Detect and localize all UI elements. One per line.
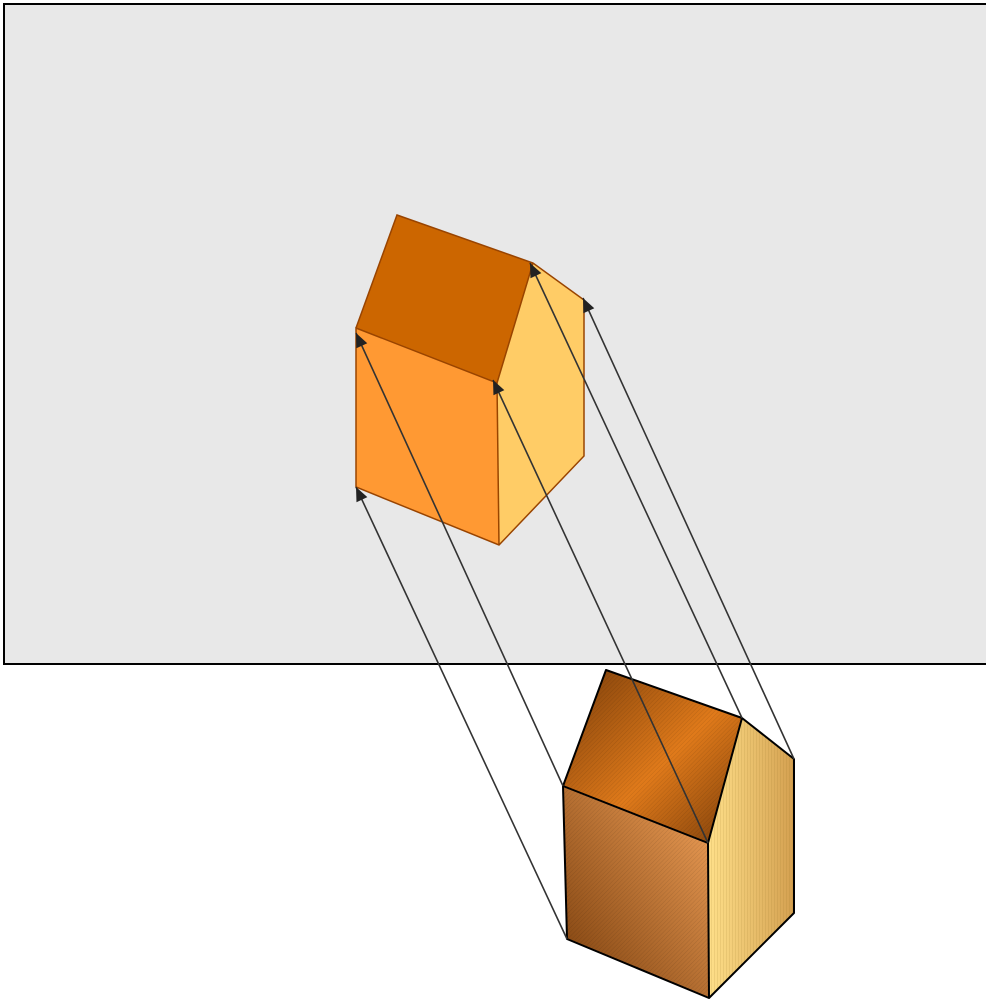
original-house bbox=[563, 670, 794, 998]
